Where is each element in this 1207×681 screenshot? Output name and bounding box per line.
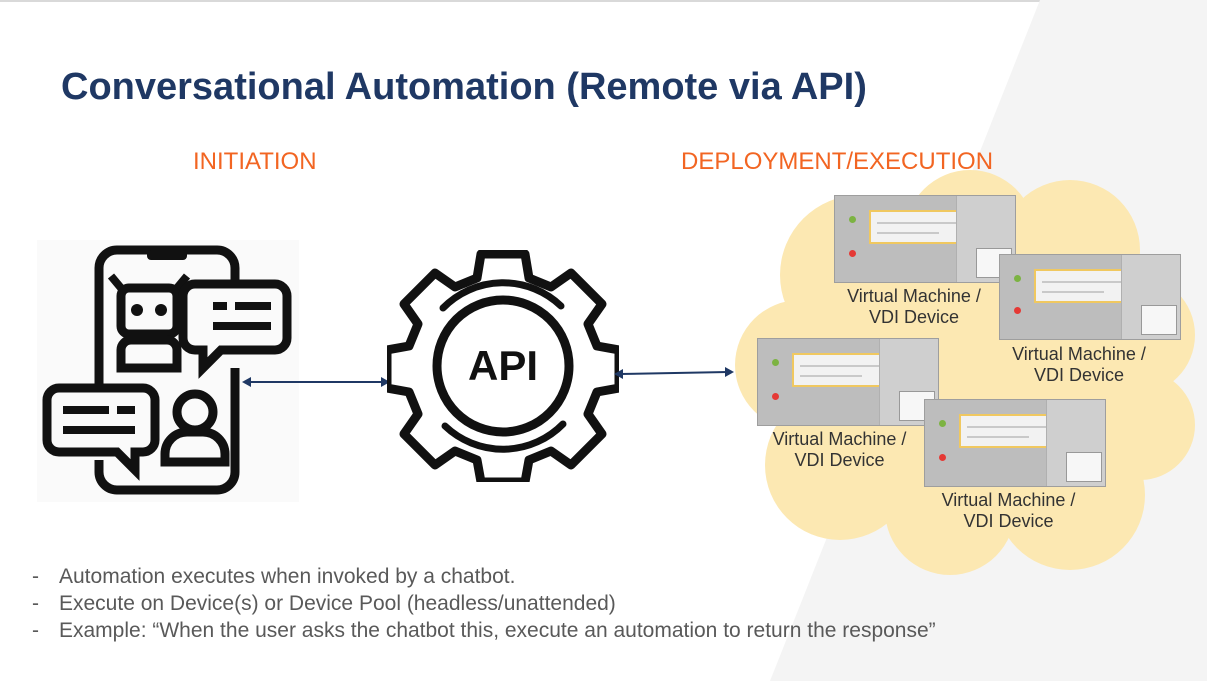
vm-label-3-line2: VDI Device bbox=[794, 450, 885, 470]
api-label: API bbox=[467, 342, 538, 389]
bullet-item: - Automation executes when invoked by a … bbox=[32, 563, 936, 590]
vm-label-3-line1: Virtual Machine / bbox=[772, 429, 907, 449]
initiation-heading: INITIATION bbox=[193, 148, 317, 175]
bullet-item: - Example: “When the user asks the chatb… bbox=[32, 617, 936, 644]
bullet-marker: - bbox=[32, 592, 39, 615]
vm-screenshot-2 bbox=[999, 254, 1181, 340]
vm-label-4-line2: VDI Device bbox=[963, 511, 1054, 531]
bullet-marker: - bbox=[32, 565, 39, 588]
top-border bbox=[0, 0, 1207, 2]
bullet-marker: - bbox=[32, 619, 39, 642]
vm-label-1: Virtual Machine / VDI Device bbox=[834, 286, 994, 328]
vm-label-4: Virtual Machine / VDI Device bbox=[926, 490, 1091, 532]
vm-screenshot-3 bbox=[757, 338, 939, 426]
bullet-item: - Execute on Device(s) or Device Pool (h… bbox=[32, 590, 936, 617]
vm-label-2-line2: VDI Device bbox=[1033, 365, 1125, 385]
slide-title: Conversational Automation (Remote via AP… bbox=[61, 66, 867, 108]
deployment-heading: DEPLOYMENT/EXECUTION bbox=[681, 148, 994, 175]
api-gear-icon bbox=[387, 250, 619, 482]
vm-label-3: Virtual Machine / VDI Device bbox=[757, 429, 922, 471]
bullet-text: Automation executes when invoked by a ch… bbox=[59, 565, 516, 588]
chatbot-phone-icon bbox=[37, 240, 299, 502]
vm-label-2-line1: Virtual Machine / bbox=[1012, 344, 1146, 364]
arrow-api-devices bbox=[614, 367, 734, 379]
vm-label-1-line1: Virtual Machine / bbox=[847, 286, 981, 306]
vm-label-2: Virtual Machine / VDI Device bbox=[999, 344, 1159, 386]
bullet-text: Example: “When the user asks the chatbot… bbox=[59, 619, 936, 642]
vm-screenshot-1 bbox=[834, 195, 1016, 283]
vm-screenshot-4 bbox=[924, 399, 1106, 487]
bullet-text: Execute on Device(s) or Device Pool (hea… bbox=[59, 592, 616, 615]
bullet-list: - Automation executes when invoked by a … bbox=[32, 563, 936, 644]
vm-label-1-line2: VDI Device bbox=[868, 307, 960, 327]
arrow-chatbot-api bbox=[242, 377, 390, 387]
vm-label-4-line1: Virtual Machine / bbox=[941, 490, 1076, 510]
